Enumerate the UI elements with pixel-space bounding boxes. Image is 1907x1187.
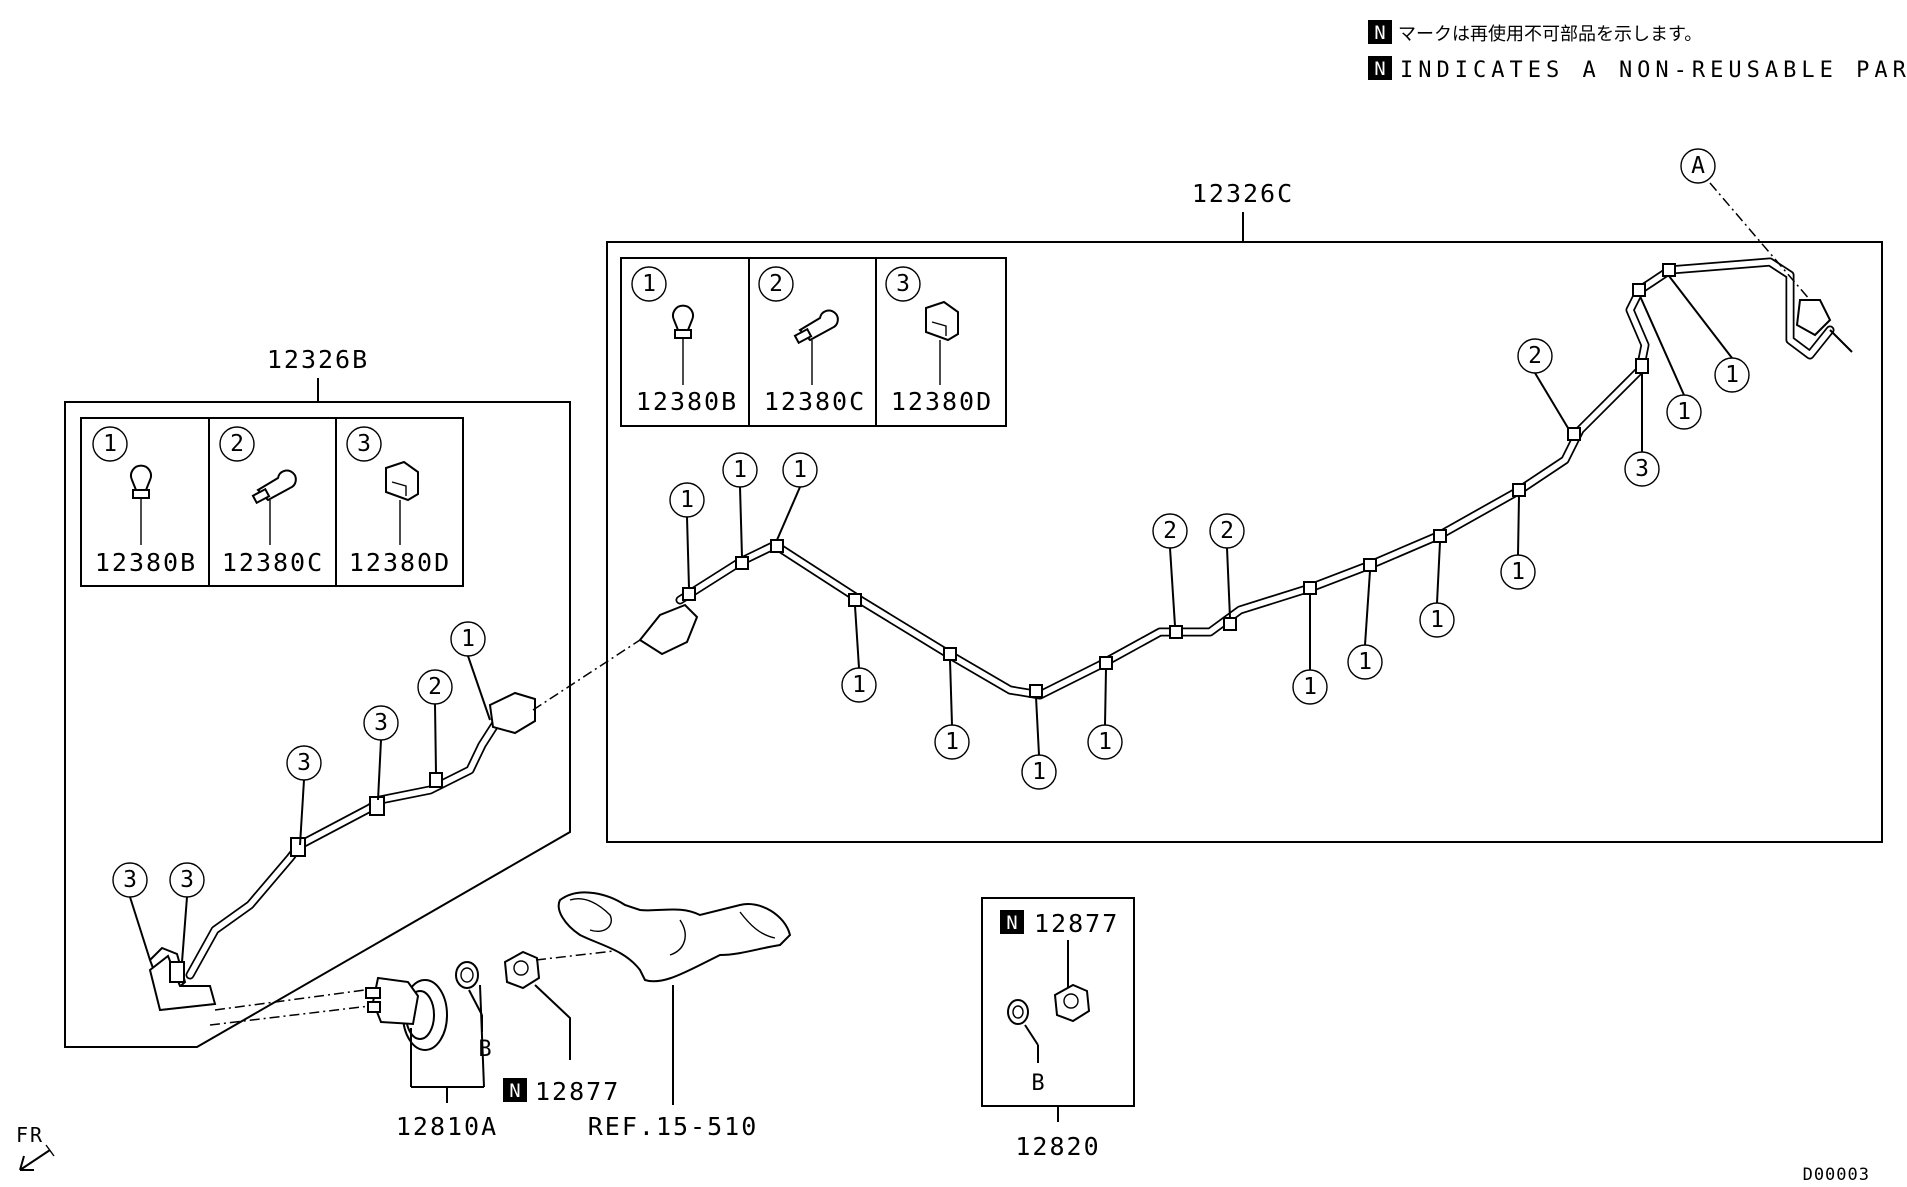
clip-part-number: 12380C (222, 548, 324, 577)
non-reusable-badge (1000, 910, 1024, 934)
callout-1: 1 (852, 672, 866, 698)
callout-1: 1 (1358, 649, 1372, 675)
clip-legend-table-right (620, 257, 1007, 427)
clip-d-icon (925, 300, 959, 385)
non-reusable-badge (1368, 56, 1392, 80)
clip-number: 1 (103, 431, 117, 457)
clip-part-number: 12380B (95, 548, 197, 577)
clip-d-icon (385, 460, 419, 545)
callout-3: 3 (1635, 456, 1649, 482)
front-direction-indicator: FR (16, 1123, 55, 1171)
clip-part-number: 12380C (764, 387, 866, 416)
callout-2: 2 (1528, 343, 1542, 369)
quick-connector (638, 603, 699, 656)
badge-letter: N (1374, 22, 1385, 44)
assembly-frame-left (64, 401, 571, 1048)
assembly-12326c: 12326C 1 2 3 12380B 12380C 12380D (606, 148, 1883, 843)
clip-b-icon (672, 304, 694, 385)
kit-clamp-number: 12877 (1034, 909, 1119, 938)
callout-2: 2 (1220, 518, 1234, 544)
clip-number: 2 (230, 431, 244, 457)
assembly-title-right: 12326C (1192, 179, 1294, 208)
reference-label: REF.15-510 (588, 1112, 759, 1141)
clip-c-icon (793, 309, 839, 385)
clip-legend-table-left (80, 417, 464, 587)
clip-3 (369, 796, 385, 816)
pump-assembly: 12810A B N 12877 (209, 947, 641, 1141)
callout-1: 1 (945, 729, 959, 755)
clip-b-icon (130, 464, 152, 545)
clip-3 (169, 961, 185, 983)
callout-1: 1 (1511, 559, 1525, 585)
clip-part-number: 12380D (349, 548, 451, 577)
clamp-part-number: 12877 (535, 1077, 620, 1106)
lock-ring (503, 950, 541, 990)
clip-2 (429, 772, 443, 788)
legend-english: INDICATES A NON-REUSABLE PART. (1400, 58, 1907, 83)
quick-connector (1795, 299, 1832, 337)
callout-1: 1 (680, 487, 694, 513)
o-ring (1007, 999, 1029, 1025)
callout-3: 3 (374, 710, 388, 736)
callout-2: 2 (1163, 518, 1177, 544)
callout-3: 3 (297, 750, 311, 776)
callout-1: 1 (1677, 399, 1691, 425)
non-reusable-badge (1368, 20, 1392, 44)
clip-number: 2 (769, 271, 783, 297)
callout-2: 2 (428, 674, 442, 700)
clip-c-icon (251, 469, 297, 545)
assembly-12326b: 12326B 1 2 3 12380B 12380C 12 (64, 345, 571, 1048)
tube-clips (682, 263, 1676, 698)
quick-connector (488, 691, 536, 735)
legend-japanese: マークは再使用不可部品を示します。 (1398, 24, 1702, 45)
drawing-id: D00003 (1803, 1165, 1870, 1185)
callout-3: 3 (180, 867, 194, 893)
clip-number: 3 (357, 431, 371, 457)
callout-1: 1 (793, 457, 807, 483)
callout-1: 1 (461, 626, 475, 652)
clip-number: 1 (642, 271, 656, 297)
marker-b: B (1031, 1071, 1044, 1096)
badge-letter: N (509, 1080, 520, 1102)
non-reusable-badge (503, 1078, 527, 1102)
filler-neck-elbow (148, 954, 217, 1012)
front-label: FR (16, 1123, 44, 1147)
callout-1: 1 (1032, 759, 1046, 785)
callout-3: 3 (123, 867, 137, 893)
callout-1: 1 (1303, 674, 1317, 700)
clip-number: 3 (896, 271, 910, 297)
fuel-tank-reference: REF.15-510 (557, 891, 792, 1141)
clip-3 (290, 837, 306, 857)
callout-1: 1 (733, 457, 747, 483)
clip-part-number: 12380B (636, 387, 738, 416)
lock-ring (1053, 983, 1091, 1023)
kit-12820: N 12877 B 12820 (981, 897, 1135, 1161)
pump-part-number: 12810A (396, 1112, 498, 1141)
front-arrow-icon (19, 1149, 51, 1171)
callout-1: 1 (1725, 362, 1739, 388)
clip-part-number: 12380D (891, 387, 993, 416)
assembly-frame-right (606, 241, 1883, 843)
badge-letter: N (1006, 912, 1017, 934)
callout-1: 1 (1098, 729, 1112, 755)
marker-b: B (478, 1037, 491, 1062)
callout-1: 1 (1430, 607, 1444, 633)
legend: N マークは再使用不可部品を示します。 N INDICATES A NON-RE… (1368, 20, 1907, 83)
kit-part-number: 12820 (1015, 1132, 1100, 1161)
assembly-title-left: 12326B (267, 345, 369, 374)
marker-a: A (1691, 153, 1705, 179)
badge-letter: N (1374, 58, 1385, 80)
fuel-hose-left (148, 691, 536, 1012)
o-ring (455, 961, 479, 989)
